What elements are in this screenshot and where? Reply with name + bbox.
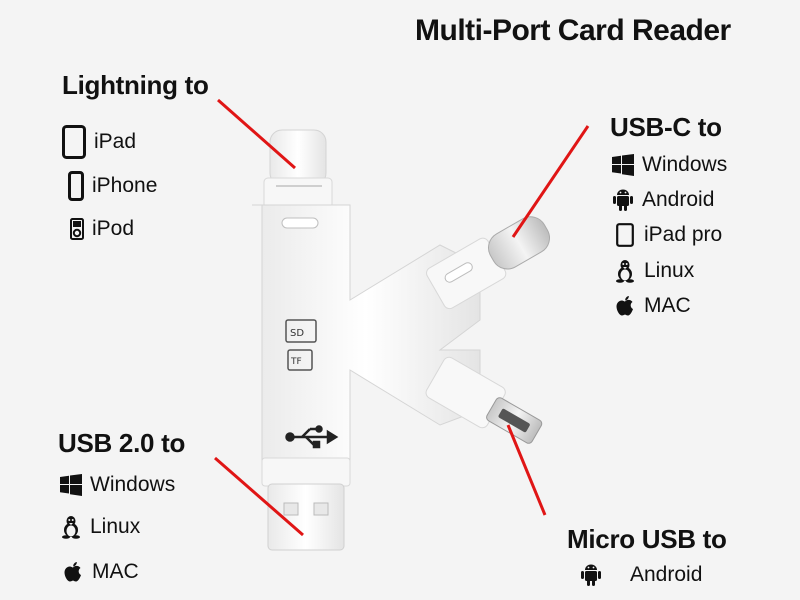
usb2-connector (261, 457, 351, 551)
lightning-pointer (217, 98, 296, 170)
windows-icon (610, 152, 636, 178)
tf-slot-marking: TF (287, 349, 313, 371)
micro-usb-heading: Micro USB to (567, 524, 727, 554)
usb2-item-windows: Windows (58, 472, 175, 498)
usbc-item-linux: Linux (612, 258, 694, 284)
usbc-pointer (511, 125, 590, 238)
lightning-connector (263, 129, 333, 209)
micro-usb-connector (425, 356, 543, 444)
linux-icon (58, 514, 84, 540)
lightning-item-label: iPad (94, 130, 137, 153)
usb2-item-label: MAC (92, 560, 139, 583)
lightning-item-iphone: iPhone (66, 170, 157, 202)
usbc-item-label: Linux (644, 259, 695, 282)
usbc-item-mac: MAC (612, 293, 691, 319)
usbc-heading: USB-C to (610, 112, 722, 142)
lightning-item-ipod: iPod (68, 216, 134, 242)
usb2-item-mac: MAC (60, 559, 139, 585)
usbc-item-label: MAC (644, 294, 691, 317)
usbc-item-android: Android (610, 187, 714, 213)
usb2-item-label: Linux (90, 515, 141, 538)
micro-usb-item-label: Android (630, 563, 703, 586)
linux-icon (612, 258, 638, 284)
apple-icon (60, 559, 86, 585)
android-icon (610, 187, 636, 213)
apple-icon (612, 293, 638, 319)
usb2-item-linux: Linux (58, 514, 140, 540)
iphone-icon (66, 170, 86, 202)
usb2-pointer (214, 456, 304, 537)
windows-icon (58, 472, 84, 498)
usb-symbol-icon (285, 425, 339, 449)
usbc-item-ipad-pro: iPad pro (612, 222, 722, 248)
svg-text:TF: TF (290, 357, 302, 367)
usbc-item-label: Android (642, 188, 715, 211)
svg-text:SD: SD (290, 328, 304, 339)
micro-usb-pointer (506, 424, 547, 516)
sd-slot-marking: SD (285, 319, 317, 343)
usb2-heading: USB 2.0 to (58, 428, 186, 458)
usbc-connector (426, 216, 550, 310)
usbc-item-label: Windows (642, 153, 728, 176)
lightning-item-ipad: iPad (60, 124, 136, 160)
android-icon (578, 562, 604, 588)
lightning-heading: Lightning to (62, 70, 209, 100)
ipod-icon (68, 216, 86, 242)
page-title: Multi-Port Card Reader (415, 14, 731, 47)
ipad-icon (60, 124, 88, 160)
lightning-item-label: iPhone (92, 174, 158, 197)
ipad-icon (612, 222, 638, 248)
pointer-lines (214, 98, 590, 537)
micro-usb-item-android: Android (578, 562, 702, 588)
reader-body (252, 204, 481, 466)
usbc-item-windows: Windows (610, 152, 727, 178)
lightning-item-label: iPod (92, 217, 135, 240)
usb2-item-label: Windows (90, 473, 176, 496)
usbc-item-label: iPad pro (644, 223, 723, 246)
